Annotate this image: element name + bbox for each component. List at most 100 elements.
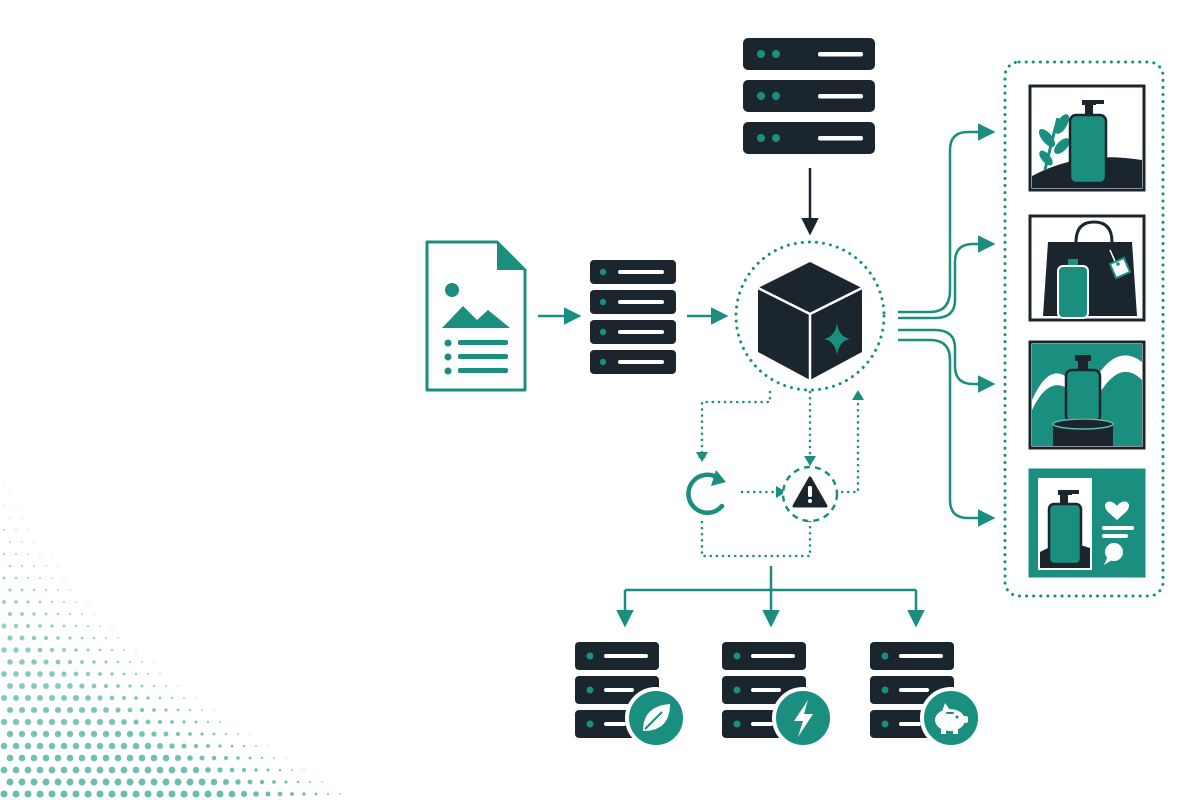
halftone-dot	[78, 754, 86, 762]
halftone-dot	[25, 623, 31, 629]
halftone-dot	[144, 790, 152, 798]
halftone-dot	[309, 781, 311, 783]
halftone-dot	[102, 730, 110, 738]
halftone-dot	[37, 695, 43, 701]
halftone-dot	[30, 778, 38, 786]
halftone-dot	[122, 672, 126, 676]
halftone-dot	[9, 541, 11, 543]
halftone-dot	[186, 778, 194, 786]
halftone-dot	[96, 742, 104, 750]
halftone-dot	[30, 754, 38, 762]
halftone-dot	[170, 720, 174, 724]
halftone-dot	[1, 695, 7, 701]
halftone-dot	[150, 754, 158, 762]
halftone-dot	[78, 778, 86, 786]
halftone-dot	[90, 706, 98, 714]
server-stack-icon	[590, 260, 676, 374]
halftone-dot	[103, 683, 109, 689]
halftone-dot	[198, 778, 206, 786]
halftone-dot	[85, 671, 91, 677]
halftone-dot	[108, 718, 116, 726]
document-image-list-icon	[425, 240, 527, 392]
halftone-dot	[127, 707, 133, 713]
halftone-dot	[254, 768, 258, 772]
halftone-dot	[12, 790, 20, 798]
halftone-dot	[21, 517, 23, 519]
halftone-dot	[204, 790, 212, 798]
halftone-dot	[9, 493, 11, 495]
halftone-dot	[138, 778, 146, 786]
halftone-dot	[266, 768, 270, 772]
halftone-dot	[153, 661, 155, 663]
halftone-dot	[48, 718, 56, 726]
product-bottle-leaf-scene-icon	[1028, 84, 1146, 192]
halftone-dot	[86, 648, 90, 652]
halftone-dot	[210, 778, 218, 786]
halftone-dot	[138, 754, 146, 762]
halftone-dot	[13, 623, 19, 629]
halftone-dot	[55, 659, 61, 665]
halftone-dot	[103, 707, 109, 713]
halftone-dot	[56, 612, 60, 616]
halftone-dot	[32, 612, 36, 616]
halftone-dot	[192, 766, 200, 774]
server-leaf-badge-icon	[575, 642, 687, 749]
halftone-dot	[182, 720, 186, 724]
halftone-dot	[139, 707, 145, 713]
halftone-dot	[162, 754, 170, 762]
halftone-dot	[285, 757, 287, 759]
halftone-dot	[51, 553, 53, 555]
halftone-dot	[216, 790, 224, 798]
halftone-dot	[146, 696, 150, 700]
halftone-dot	[159, 673, 161, 675]
halftone-dot	[60, 742, 68, 750]
halftone-dot	[140, 684, 144, 688]
halftone-dot	[3, 529, 5, 531]
halftone-dot	[156, 742, 164, 750]
halftone-dot	[1, 647, 7, 653]
halftone-dot	[120, 742, 128, 750]
halftone-dot	[36, 790, 44, 798]
halftone-dot	[74, 624, 78, 628]
halftone-dot	[31, 659, 37, 665]
halftone-dot	[13, 671, 19, 677]
halftone-dot	[26, 600, 30, 604]
halftone-dot	[96, 718, 104, 726]
halftone-dot	[24, 766, 32, 774]
halftone-dot	[92, 660, 96, 664]
halftone-dot	[15, 529, 17, 531]
halftone-dot	[108, 742, 116, 750]
halftone-dot	[24, 742, 32, 750]
halftone-dot	[164, 708, 168, 712]
halftone-dot	[188, 708, 192, 712]
halftone-dot	[20, 564, 24, 568]
halftone-dot	[72, 766, 80, 774]
halftone-dot	[73, 695, 79, 701]
halftone-dot	[272, 780, 276, 784]
halftone-dot	[96, 790, 104, 798]
halftone-dot	[66, 778, 74, 786]
halftone-dot	[20, 612, 24, 616]
halftone-dot	[110, 648, 114, 652]
halftone-dot	[36, 766, 44, 774]
halftone-dot	[68, 612, 72, 616]
halftone-dot	[195, 697, 197, 699]
halftone-dot	[132, 742, 140, 750]
halftone-dot	[108, 790, 116, 798]
halftone-dot	[235, 779, 241, 785]
halftone-dot	[48, 766, 56, 774]
refresh-cycle-icon	[686, 470, 726, 516]
halftone-dot	[230, 744, 234, 748]
halftone-dot	[174, 754, 182, 762]
halftone-dot	[110, 672, 114, 676]
halftone-dot	[85, 695, 91, 701]
halftone-dot	[248, 756, 252, 760]
halftone-dot	[27, 529, 29, 531]
halftone-dot	[81, 613, 83, 615]
halftone-dot	[61, 695, 67, 701]
halftone-dot	[51, 577, 53, 579]
halftone-dot	[57, 565, 59, 567]
halftone-dot	[129, 661, 131, 663]
halftone-dot	[265, 791, 271, 797]
